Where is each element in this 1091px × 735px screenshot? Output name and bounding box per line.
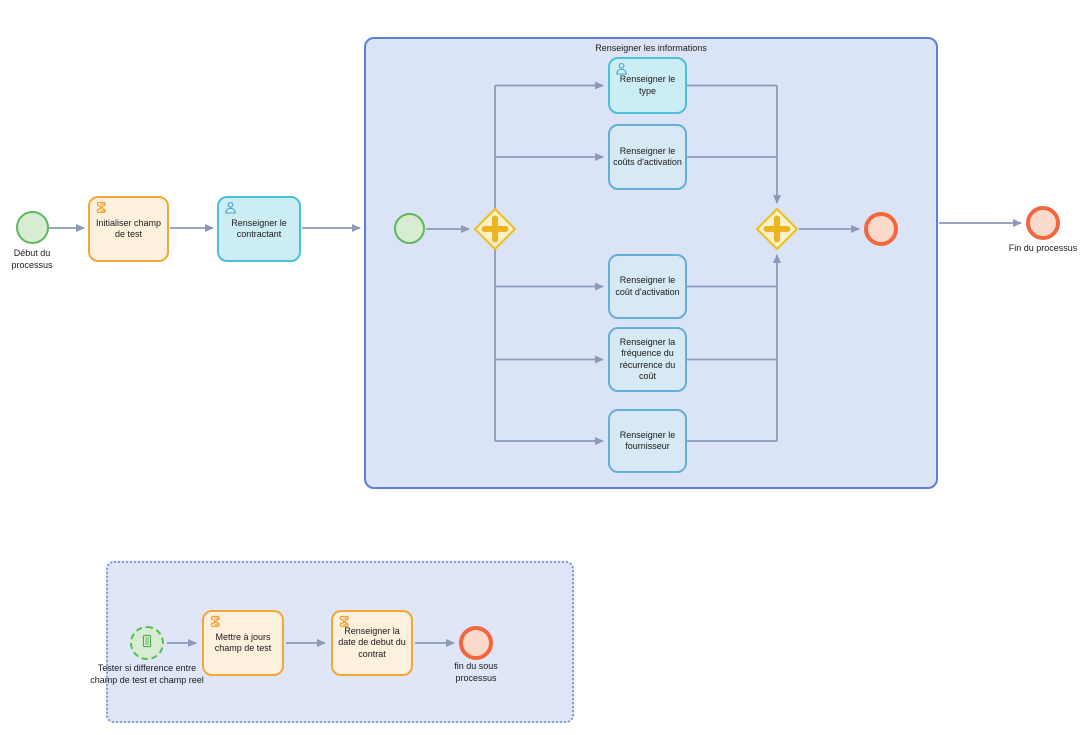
- start-event-main-label: Début du processus: [11, 248, 53, 270]
- end-event-sub-test[interactable]: [459, 626, 493, 660]
- script-icon: [95, 201, 108, 217]
- conditional-start-event[interactable]: [130, 626, 164, 660]
- task-label: Mettre à jours champ de test: [214, 631, 272, 653]
- task-initialiser-champ-test[interactable]: Initialiser champ de test: [88, 196, 169, 262]
- parallel-gateway-split[interactable]: [473, 207, 517, 251]
- condition-document-icon: [139, 633, 155, 654]
- task-label: Renseigner le coût d'activation: [615, 275, 680, 297]
- start-event-main[interactable]: [16, 211, 49, 244]
- task-renseigner-date-debut[interactable]: Renseigner la date de debut du contrat: [331, 610, 413, 676]
- task-label: Renseigner la date de debut du contrat: [338, 626, 406, 659]
- task-label: Renseigner le type: [619, 74, 676, 96]
- end-event-sub-test-label: fin du sous processus: [454, 661, 498, 683]
- task-renseigner-contractant[interactable]: Renseigner le contractant: [217, 196, 301, 262]
- task-label: Renseigner le coûts d'activation: [613, 145, 682, 167]
- task-renseigner-frequence[interactable]: Renseigner la fréquence du récurrence du…: [608, 327, 687, 392]
- script-icon: [209, 615, 222, 631]
- end-event-main-label: Fin du processus: [1008, 243, 1078, 253]
- conditional-start-label: Tester si difference entre champ de test…: [90, 663, 204, 685]
- start-event-subprocess[interactable]: [394, 213, 425, 244]
- subprocess-title: Renseigner les informations: [595, 43, 707, 53]
- task-renseigner-type[interactable]: Renseigner le type: [608, 57, 687, 114]
- task-label: Renseigner le contractant: [231, 217, 287, 239]
- task-renseigner-cout-activation[interactable]: Renseigner le coût d'activation: [608, 254, 687, 319]
- script-icon: [338, 615, 351, 631]
- task-mettre-a-jours[interactable]: Mettre à jours champ de test: [202, 610, 284, 676]
- parallel-gateway-join[interactable]: [755, 207, 799, 251]
- task-label: Initialiser champ de test: [95, 217, 162, 239]
- end-event-main[interactable]: [1026, 206, 1060, 240]
- task-label: Renseigner la fréquence du récurrence du…: [619, 337, 676, 381]
- end-event-subprocess[interactable]: [864, 212, 898, 246]
- user-icon: [224, 201, 237, 217]
- task-label: Renseigner le fournisseur: [619, 429, 676, 451]
- user-icon: [615, 62, 628, 78]
- task-renseigner-couts-activation[interactable]: Renseigner le coûts d'activation: [608, 124, 687, 190]
- task-renseigner-fournisseur[interactable]: Renseigner le fournisseur: [608, 409, 687, 473]
